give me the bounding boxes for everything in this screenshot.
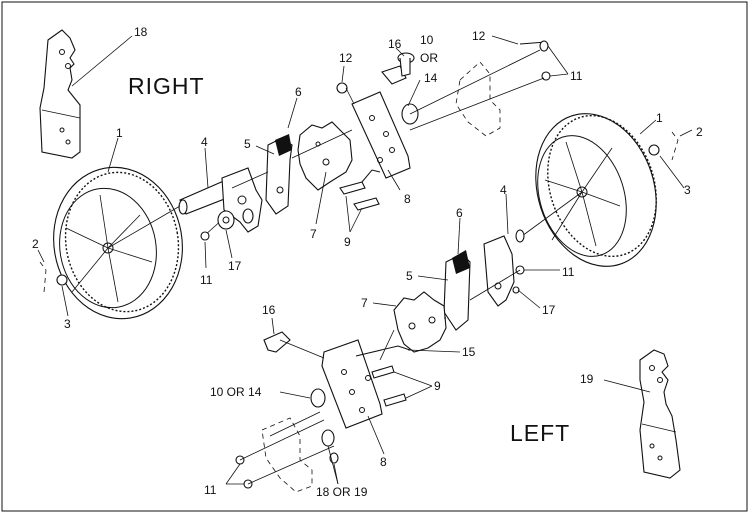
axle-bolt-right [178, 179, 233, 215]
mounting-plate-left [321, 339, 383, 429]
callout-8-right: 8 [404, 192, 411, 206]
callout-3-left: 3 [684, 183, 691, 197]
callout-16-left: 16 [262, 303, 276, 317]
axle-bolt-left [515, 191, 583, 243]
callout-4-right: 4 [201, 135, 208, 149]
callout-9-left: 9 [434, 379, 441, 393]
wheel-left [535, 113, 657, 267]
callout-6-right: 6 [295, 85, 302, 99]
callout-11-bottom: 11 [204, 483, 217, 497]
callout-10-or-14: 10 OR 14 [210, 385, 262, 399]
callout-17-left: 17 [542, 303, 556, 317]
bracket-ghost-right [455, 61, 501, 137]
heading-left: LEFT [510, 420, 570, 446]
callout-14-top: 14 [424, 71, 438, 85]
callout-8-left: 8 [380, 455, 387, 469]
hardware-bottom [235, 429, 339, 489]
gear-plate-left [393, 291, 447, 353]
heading-right: RIGHT [128, 73, 205, 99]
callout-9-right: 9 [344, 235, 351, 249]
callout-4-left: 4 [500, 183, 507, 197]
pivot-bolt-left [263, 331, 291, 353]
callout-6-left: 6 [456, 206, 463, 220]
adjuster-lever-left [443, 235, 525, 331]
callout-18-or-19: 18 OR 19 [316, 485, 368, 499]
long-bolt-top [519, 40, 551, 81]
callout-12-top-right: 12 [472, 29, 486, 43]
callout-12-top-left: 12 [339, 51, 353, 65]
callout-11-left: 11 [562, 265, 575, 279]
washer-right [200, 208, 254, 241]
callout-7-left: 7 [361, 296, 368, 310]
hardware-top [336, 52, 419, 125]
callout-5-left: 5 [406, 269, 413, 283]
cap-right [39, 261, 68, 293]
callout-11-top: 11 [570, 69, 583, 83]
callout-2-right: 2 [32, 237, 39, 251]
gear-plate-right [297, 121, 353, 191]
callout-3-right: 3 [64, 317, 71, 331]
callout-1-right: 1 [116, 126, 123, 140]
callout-2-left: 2 [696, 125, 703, 139]
callout-15: 15 [462, 345, 476, 359]
callout-5-right: 5 [244, 137, 251, 151]
callout-11-right: 11 [200, 273, 213, 287]
wheel-right [53, 166, 183, 320]
height-bracket-left [639, 349, 681, 479]
leader-lines [37, 35, 693, 485]
height-bracket-right [39, 29, 81, 159]
cap-left [648, 131, 679, 161]
callout-1-left: 1 [656, 111, 663, 125]
mounting-plate-right [351, 91, 411, 179]
callout-or-top: OR [420, 51, 438, 65]
callout-19: 19 [580, 372, 594, 386]
callout-17-right: 17 [228, 259, 242, 273]
bolts-right [339, 169, 381, 211]
callout-18: 18 [134, 25, 148, 39]
callout-16-top: 16 [388, 37, 402, 51]
bracket-ghost-left [261, 417, 313, 493]
axis-lines-left [239, 269, 521, 485]
spacer-left [310, 388, 326, 408]
callout-7-right: 7 [310, 227, 317, 241]
callout-10-top: 10 [420, 33, 434, 47]
